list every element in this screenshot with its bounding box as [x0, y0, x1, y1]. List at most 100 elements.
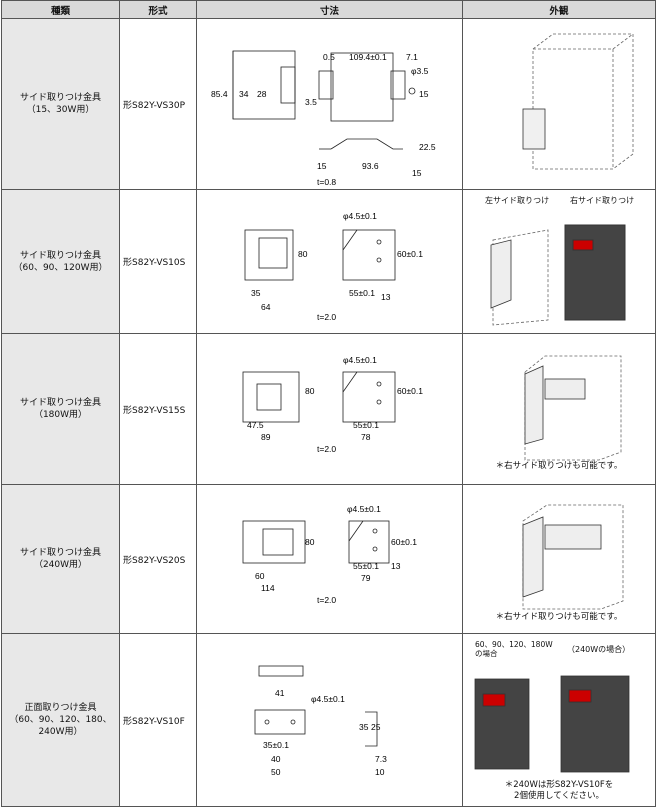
dimension-drawing-cell: φ4.5±0.1 80 60±0.1 47.5 89 55±0.1 78 t=2… — [196, 333, 463, 485]
dimension-drawing-cell: 0.5 109.4±0.1 7.1 φ3.5 85.4 34 28 3.5 15… — [196, 18, 463, 190]
dim-label: 35 — [251, 288, 261, 298]
type-sub: （60、90、120、180、240W用） — [9, 715, 112, 737]
dim-label: 60±0.1 — [397, 249, 423, 259]
dimension-drawing: φ4.5±0.1 80 60±0.1 35 64 55±0.1 13 t=2.0 — [244, 211, 423, 322]
type-sub: （60、90、120W用） — [13, 262, 108, 273]
dim-label: 89 — [261, 432, 271, 442]
dim-label: 55±0.1 — [349, 288, 375, 298]
dim-label: 80 — [298, 249, 308, 259]
bracket-sketch — [524, 355, 622, 461]
type-name: サイド取りつけ金具 — [19, 250, 102, 261]
model-cell: 形S82Y-VS30P — [119, 18, 197, 190]
appearance-cell: ＊右サイド取りつけも可能です。 — [462, 484, 656, 634]
model-cell: 形S82Y-VS10F — [119, 633, 197, 807]
bracket-sketch — [522, 504, 624, 610]
header-dimensions: 寸法 — [196, 0, 463, 19]
type-name: 正面取りつけ金具 — [24, 703, 97, 713]
dim-label: 85.4 — [211, 89, 228, 99]
caption-right: 右サイド取りつけ — [570, 196, 635, 205]
dim-label: 55±0.1 — [353, 561, 379, 571]
dim-label: 10 — [375, 767, 385, 777]
table-row: サイド取りつけ金具 （15、30W用） 形S82Y-VS30P 0.5 109.… — [1, 18, 656, 190]
table-row: サイド取りつけ金具 （180W用） 形S82Y-VS15S φ4.5±0.1 8… — [1, 333, 656, 485]
dim-label: 13 — [381, 292, 391, 302]
dim-label: 0.5 — [323, 52, 335, 62]
label-right: （240Wの場合） — [567, 645, 631, 654]
dim-label: 13 — [391, 561, 401, 571]
dim-label: 79 — [361, 573, 371, 583]
appearance-note: ＊240Wは形S82Y-VS10Fを 2個使用してください。 — [464, 780, 655, 802]
dim-label: 40 — [271, 754, 281, 764]
type-cell: 正面取りつけ金具 （60、90、120、180、240W用） — [1, 633, 120, 807]
dim-label: φ4.5±0.1 — [311, 694, 345, 704]
model-cell: 形S82Y-VS20S — [119, 484, 197, 634]
dim-label: 25 — [371, 722, 381, 732]
dim-label: 80 — [305, 537, 315, 547]
dim-label: 22.5 — [419, 142, 436, 152]
type-sub: （15、30W用） — [26, 105, 95, 115]
dim-label: 60±0.1 — [397, 386, 423, 396]
dim-label: 7.1 — [406, 52, 418, 62]
dim-label: 93.6 — [362, 161, 379, 171]
dim-label: 114 — [261, 583, 275, 593]
dimension-drawing: φ4.5±0.1 80 60±0.1 47.5 89 55±0.1 78 t=2… — [242, 355, 423, 454]
type-name: サイド取りつけ金具 — [19, 398, 102, 408]
header-model: 形式 — [119, 0, 197, 19]
table-row: サイド取りつけ金具 （240W用） 形S82Y-VS20S φ4.5±0.1 8… — [1, 484, 656, 634]
label-left-line1: 60、90、120、180W — [475, 640, 553, 649]
dim-label: φ4.5±0.1 — [347, 504, 381, 514]
type-name: サイド取りつけ金具 — [19, 93, 102, 103]
label-left: 60、90、120、180W の場合 — [475, 640, 553, 658]
appearance-cell: ＊右サイド取りつけも可能です。 — [462, 333, 656, 485]
dimension-drawing-cell: 41 φ4.5±0.1 35 25 35±0.1 40 50 7.3 10 — [196, 633, 463, 807]
dim-label: 109.4±0.1 — [349, 52, 387, 62]
thickness-label: t=0.8 — [317, 177, 336, 187]
appearance-cell: 60、90、120、180W の場合 （240Wの場合） ＊240Wは形S82Y… — [462, 633, 656, 807]
dim-label: 34 — [239, 89, 249, 99]
dim-label: φ4.5±0.1 — [343, 211, 377, 221]
header-type: 種類 — [1, 0, 120, 19]
type-cell: サイド取りつけ金具 （60、90、120W用） — [1, 189, 120, 334]
appearance-note: ＊右サイド取りつけも可能です。 — [495, 612, 623, 622]
type-cell: サイド取りつけ金具 （240W用） — [1, 484, 120, 634]
dim-label: 50 — [271, 767, 281, 777]
thickness-label: t=2.0 — [317, 595, 336, 605]
appearance-cell — [462, 18, 656, 190]
bracket-sketch — [522, 33, 634, 170]
appearance-cell: 左サイド取りつけ 右サイド取りつけ — [462, 189, 656, 334]
table-row: サイド取りつけ金具 （60、90、120W用） 形S82Y-VS10S φ4.5… — [1, 189, 656, 334]
note-line2: 2個使用してください。 — [514, 791, 604, 801]
dim-label: 55±0.1 — [353, 420, 379, 430]
dimension-drawing-cell: φ4.5±0.1 80 60±0.1 60 114 55±0.1 13 79 t… — [196, 484, 463, 634]
dim-label: 3.5 — [305, 97, 317, 107]
dim-label: 78 — [361, 432, 371, 442]
dim-label: 35±0.1 — [263, 740, 289, 750]
dim-label: φ4.5±0.1 — [343, 355, 377, 365]
appearance-note: ＊右サイド取りつけも可能です。 — [495, 461, 623, 471]
thickness-label: t=2.0 — [317, 444, 336, 454]
type-sub: （240W用） — [33, 560, 88, 570]
type-cell: サイド取りつけ金具 （15、30W用） — [1, 18, 120, 190]
thickness-label: t=2.0 — [317, 312, 336, 322]
dimension-drawing: 41 φ4.5±0.1 35 25 35±0.1 40 50 7.3 10 — [254, 665, 387, 777]
table-row: 正面取りつけ金具 （60、90、120、180、240W用） 形S82Y-VS1… — [1, 633, 656, 807]
dim-label: 7.3 — [375, 754, 387, 764]
caption-left: 左サイド取りつけ — [485, 196, 550, 205]
dim-label: 47.5 — [247, 420, 264, 430]
dim-label: 15 — [419, 89, 429, 99]
bracket-sketch — [490, 224, 626, 326]
dim-label: 15 — [412, 168, 422, 178]
header-row: 種類 形式 寸法 外観 — [1, 0, 656, 19]
dimension-drawing-cell: φ4.5±0.1 80 60±0.1 35 64 55±0.1 13 t=2.0 — [196, 189, 463, 334]
dimension-drawing: φ4.5±0.1 80 60±0.1 60 114 55±0.1 13 79 t… — [242, 504, 417, 605]
note-line1: ＊240Wは形S82Y-VS10Fを — [504, 780, 614, 790]
dim-label: 15 — [317, 161, 327, 171]
type-cell: サイド取りつけ金具 （180W用） — [1, 333, 120, 485]
dimension-drawing: 0.5 109.4±0.1 7.1 φ3.5 85.4 34 28 3.5 15… — [211, 50, 436, 187]
model-cell: 形S82Y-VS15S — [119, 333, 197, 485]
type-sub: （180W用） — [33, 410, 88, 420]
bracket-sketch — [474, 675, 630, 773]
model-cell: 形S82Y-VS10S — [119, 189, 197, 334]
dim-label: 60 — [255, 571, 265, 581]
